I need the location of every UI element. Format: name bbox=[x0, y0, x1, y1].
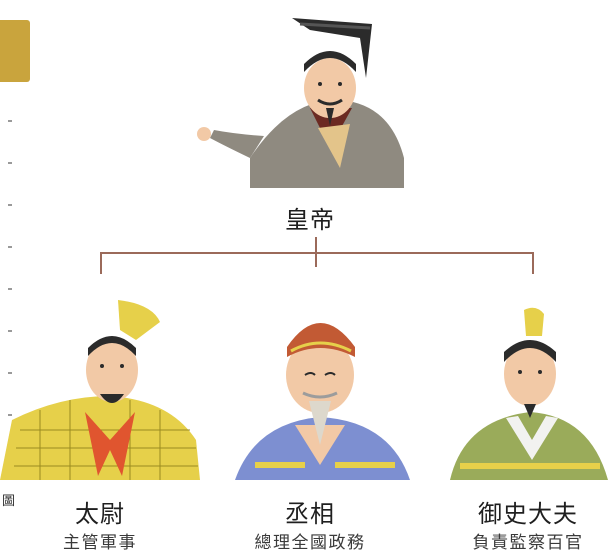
chengxiang-illustration bbox=[235, 323, 410, 480]
chengxiang-title: 丞相 bbox=[285, 500, 335, 528]
connector-horizontal bbox=[100, 252, 534, 254]
yushidafu-duty: 負責監察百官 bbox=[472, 533, 584, 553]
connector-right bbox=[532, 252, 534, 274]
connector-left bbox=[100, 252, 102, 274]
taiwei-illustration bbox=[0, 300, 200, 480]
margin-dots bbox=[8, 120, 12, 450]
taiwei-title: 太尉 bbox=[75, 500, 125, 528]
yushidafu-illustration bbox=[450, 307, 608, 480]
page-tab-marker bbox=[0, 20, 30, 82]
emperor-illustration bbox=[197, 18, 404, 188]
emperor-title: 皇帝 bbox=[285, 206, 335, 234]
yushidafu-title: 御史大夫 bbox=[478, 500, 578, 528]
margin-label: 圖 bbox=[2, 494, 16, 509]
chengxiang-duty: 總理全國政務 bbox=[254, 533, 366, 553]
taiwei-duty: 主管軍事 bbox=[63, 533, 137, 553]
